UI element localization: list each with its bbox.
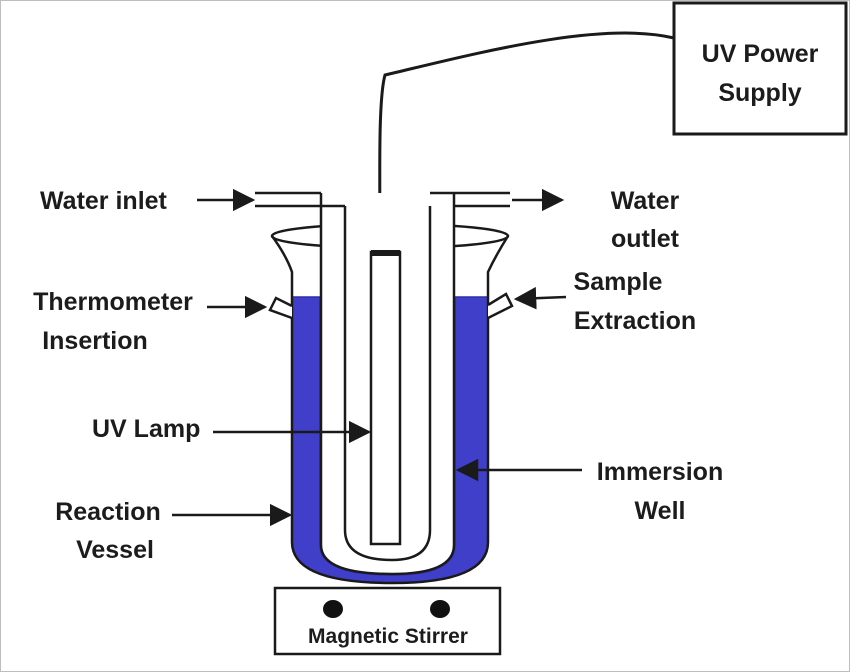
water-outlet-label-1: Water [611,187,680,215]
uv-lamp-label: UV Lamp [92,415,200,443]
sample-extraction-label-1: Sample [574,268,663,296]
reaction-vessel-label-1: Reaction [55,498,161,526]
immersion-well-label-1: Immersion [597,458,723,486]
water-outlet-label-2: outlet [611,225,680,253]
immersion-well-label-2: Well [635,497,686,525]
uv-power-supply-label-1: UV Power [702,40,819,68]
uv-power-supply-box: UV Power Supply [672,1,848,136]
reaction-vessel-label-2: Vessel [76,536,154,564]
sample-extraction-label-2: Extraction [574,307,696,335]
stirrer-knob-left [323,600,343,618]
sample-extraction-arrow [513,286,567,310]
thermometer-label-2: Insertion [42,327,148,355]
stirrer-knob-right [430,600,450,618]
sample-extraction-port [487,292,514,320]
uv-lamp [369,250,402,546]
magnetic-stirrer: Magnetic Stirrer [273,586,502,656]
thermometer-port [268,296,293,320]
immersion-well-inner [343,206,432,562]
water-inlet-pipe [255,191,345,208]
thermometer-label-1: Thermometer [33,288,193,316]
uv-power-supply-label-2: Supply [718,79,801,107]
water-outlet-pipe [430,191,510,208]
power-cable [378,31,675,253]
magnetic-stirrer-label: Magnetic Stirrer [308,625,468,648]
water-inlet-label: Water inlet [40,187,168,215]
